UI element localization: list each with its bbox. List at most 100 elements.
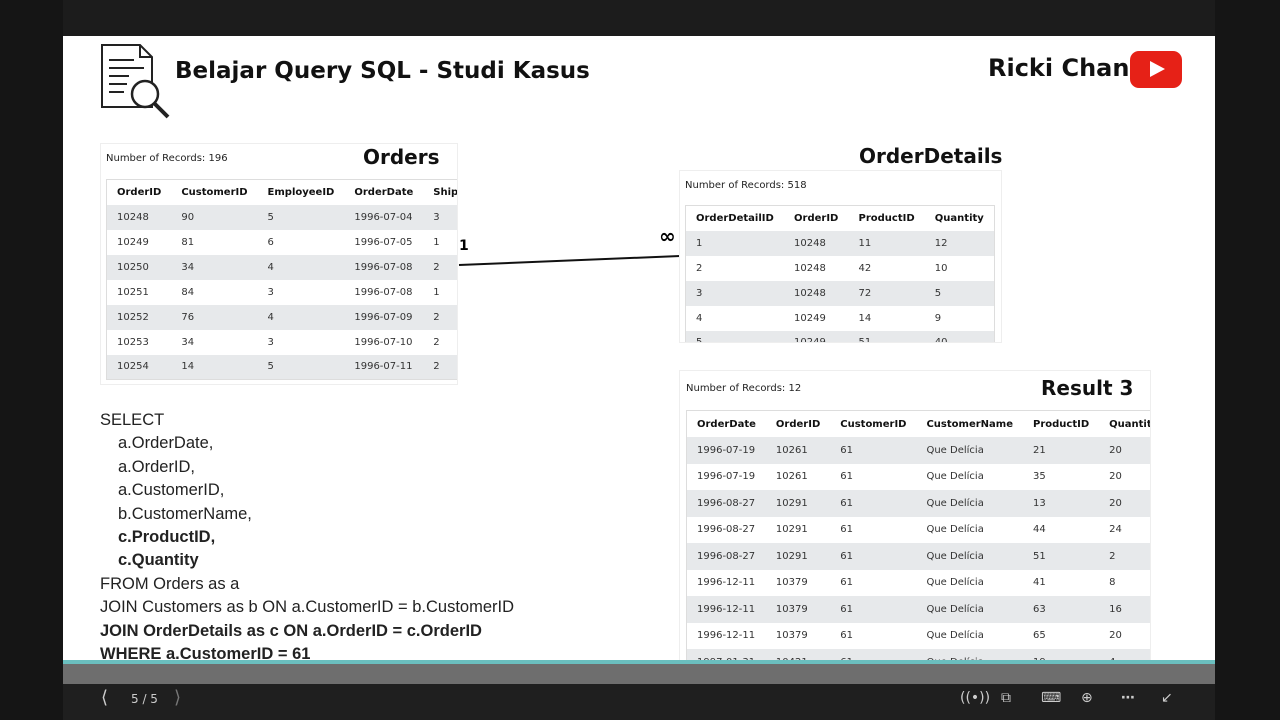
table-cell: Que Delícia (916, 596, 1023, 623)
table-cell: 61 (830, 543, 917, 570)
table-cell: 1996-07-10 (354, 336, 413, 348)
table-cell: Que Delícia (916, 437, 1023, 464)
table-cell: 42 (858, 262, 872, 274)
table-cell: 19 (1022, 649, 1100, 660)
table-cell: 20 (1099, 437, 1150, 464)
exit-fullscreen-icon[interactable]: ↙ (1161, 690, 1173, 706)
table-cell: 61 (830, 437, 917, 464)
sql-line: a.CustomerID, (118, 481, 225, 500)
table-cell: 10252 (106, 304, 172, 330)
table-cell: 1996-07-09 (344, 304, 424, 330)
table-cell: 34 (181, 336, 195, 348)
slide: Belajar Query SQL - Studi Kasus Ricki Ch… (63, 36, 1215, 660)
table-cell: 1996-07-05 (354, 236, 413, 248)
table-cell: 10291 (775, 524, 808, 536)
table-cell: 63 (1022, 596, 1100, 623)
result-record-count: Number of Records: 12 (686, 383, 802, 394)
more-icon[interactable]: ⋯ (1121, 690, 1135, 706)
table-cell: 51 (1022, 543, 1100, 570)
table-cell: 1 (685, 230, 785, 256)
sql-line: JOIN Customers as b ON a.CustomerID = b.… (100, 598, 514, 617)
table-cell: 4 (1099, 649, 1150, 660)
column-header: ShipperID (423, 179, 457, 205)
sql-line: a.OrderDate, (118, 434, 214, 453)
table-cell: 10249 (117, 236, 149, 248)
result-title: Result 3 (1041, 376, 1134, 400)
table-cell: 34 (171, 254, 258, 280)
slide-title: Belajar Query SQL - Studi Kasus (175, 58, 590, 84)
table-cell: 41 (1032, 577, 1046, 589)
table-cell: 61 (840, 630, 853, 642)
broadcast-icon[interactable]: ((•)) (960, 690, 991, 706)
table-cell: 61 (830, 649, 917, 660)
table-cell: 10254 (106, 354, 172, 380)
table-cell: 10248 (784, 230, 849, 256)
progress-bar[interactable] (63, 660, 1215, 664)
sql-line: JOIN OrderDetails as c ON a.OrderID = c.… (100, 621, 482, 640)
table-cell: 3 (267, 336, 274, 348)
table-row: 1997-01-311042161Que Delícia194 (686, 649, 1150, 660)
table-cell: 10261 (765, 437, 831, 464)
table-cell: 14 (171, 354, 258, 380)
sql-line: FROM Orders as a (100, 574, 240, 593)
table-cell: 1996-08-27 (697, 524, 756, 536)
table-cell: 5 (257, 354, 345, 380)
table-cell: 1996-07-08 (344, 254, 424, 280)
table-cell: 3 (423, 204, 457, 230)
table-cell: 14 (858, 312, 872, 324)
table-cell: 4 (257, 304, 345, 330)
youtube-icon (1130, 51, 1182, 88)
table-cell: 20 (1099, 490, 1150, 517)
column-header: OrderDate (344, 179, 424, 205)
table-cell: 10421 (765, 649, 831, 660)
table-cell: 5 (257, 204, 345, 230)
table-cell: 10291 (765, 490, 831, 517)
table-cell: 10253 (117, 336, 149, 348)
column-header: OrderDetailID (685, 205, 785, 231)
zoom-in-icon[interactable]: ⊕ (1081, 690, 1093, 706)
table-cell: 11 (848, 230, 925, 256)
table-cell: 1996-07-08 (354, 286, 413, 298)
table-cell: 61 (830, 596, 917, 623)
column-header: OrderID (106, 179, 172, 205)
prev-slide-button[interactable]: ⟨ (101, 687, 109, 708)
column-header: OrderID (784, 205, 849, 231)
table-cell: 1996-07-19 (686, 437, 766, 464)
keyboard-icon[interactable]: ⌨ (1041, 690, 1062, 706)
slides-icon[interactable]: ⧉ (1001, 690, 1011, 706)
table-cell: 5 (685, 330, 785, 342)
table-cell: 10248 (794, 262, 826, 274)
table-cell: 21 (1022, 437, 1100, 464)
table-cell: Que Delícia (926, 471, 984, 483)
table-cell: 61 (830, 490, 917, 517)
table-cell: 1996-07-19 (697, 471, 756, 483)
sql-line: c.ProductID, (118, 528, 216, 547)
table-cell: 13 (1022, 490, 1100, 517)
table-cell: Que Delícia (916, 490, 1023, 517)
table-cell: 2 (433, 336, 440, 348)
table-cell: 84 (181, 286, 195, 298)
table-cell: Que Delícia (926, 524, 984, 536)
table-cell: 1996-12-11 (697, 577, 756, 589)
table-cell: 1996-12-11 (686, 596, 766, 623)
next-slide-button[interactable]: ⟩ (174, 687, 182, 708)
table-cell: 61 (840, 524, 853, 536)
player-strip (63, 664, 1215, 684)
column-header: ProductID (1022, 410, 1100, 437)
table-cell: 8 (1109, 577, 1116, 589)
table-cell: 1997-01-31 (686, 649, 766, 660)
table-cell: 10379 (775, 630, 808, 642)
table-cell: 20 (1109, 630, 1122, 642)
